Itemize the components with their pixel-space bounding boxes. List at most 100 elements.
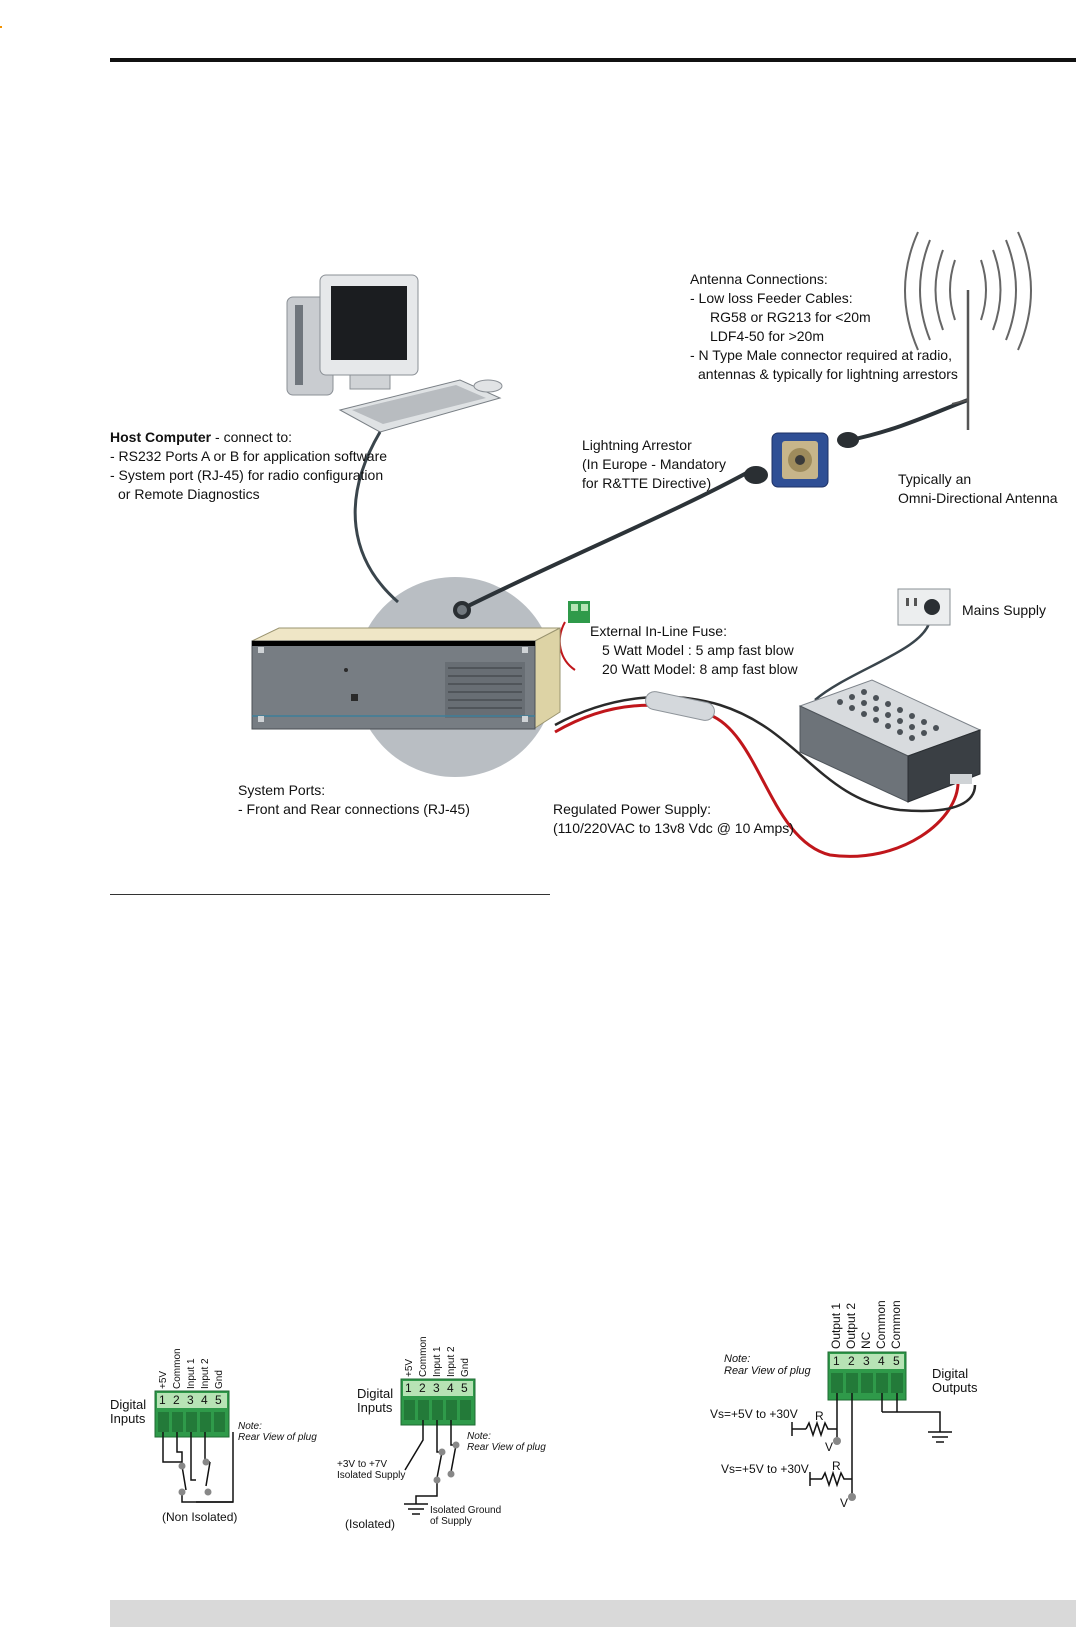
digital-inputs-title: Digital Inputs [110,1398,146,1426]
note-line: Note: [238,1421,262,1432]
antenna-feeder-cable [459,468,753,612]
antenna-cable [849,398,969,442]
arrestor-line: Lightning Arrestor [582,437,692,453]
fuse-label: External In-Line Fuse: 5 Watt Model : 5 … [590,622,798,679]
pin-label: Output 1 [829,1302,843,1349]
note-line: Rear View of plug [238,1432,317,1443]
antenna-conn-line: RG58 or RG213 for <20m [710,309,871,325]
isolated-switch-contacts [433,1441,460,1484]
ground-line: of Supply [430,1516,472,1527]
digital-outputs-title: Digital Outputs [932,1367,978,1395]
note-line: Note: [724,1353,751,1365]
system-diagram [251,231,1032,858]
antenna-type-label: Typically an Omni-Directional Antenna [898,470,1058,508]
corner-mark [0,26,2,28]
pin-label: Input 1 [432,1346,443,1377]
pin-numbers-isolated: 1 2 3 4 5 [403,1381,473,1396]
rear-view-note-isolated: Note: Rear View of plug [467,1431,546,1453]
pin-label: +5V [158,1370,169,1389]
pin-number: 4 [447,1381,454,1395]
pin-number: 1 [833,1354,840,1368]
power-supply-label: Regulated Power Supply: (110/220VAC to 1… [553,800,794,838]
pin-number: 5 [893,1354,900,1368]
rear-view-note-outputs: Note: Rear View of plug [724,1353,811,1377]
pin-label: Gnd [460,1358,471,1377]
switch-contacts [178,1458,212,1496]
resistor-label-1: R [815,1409,824,1423]
title-line: Digital [110,1397,147,1412]
mains-supply-label: Mains Supply [962,602,1047,618]
pin-label: Common [874,1300,888,1349]
isolated-ground-label: Isolated Ground of Supply [430,1505,501,1527]
footer-bar [110,1600,1076,1627]
antenna-icon [904,231,1032,430]
top-rule [110,58,1076,62]
host-line: or Remote Diagnostics [118,486,260,502]
title-line: Inputs [110,1411,146,1426]
host-line: - RS232 Ports A or B for application sof… [110,448,388,464]
lightning-arrestor-label: Lightning Arrestor (In Europe - Mandator… [582,436,726,493]
resistor-label-2: R [832,1459,841,1473]
title-line: Inputs [357,1400,393,1415]
antenna-conn-line: antennas & typically for lightning arres… [698,366,958,382]
pin-label: Output 2 [844,1302,858,1349]
rear-view-note: Note: Rear View of plug [238,1421,317,1443]
pin-labels-isolated: +5V Common Input 1 Input 2 Gnd [401,1327,481,1379]
red-power-wire [554,703,960,858]
psu-line: (110/220VAC to 13v8 Vdc @ 10 Amps) [553,820,794,836]
supply-line: Isolated Supply [337,1470,406,1481]
isolated-supply-label: +3V to +7V Isolated Supply [337,1459,405,1481]
non-isolated-wiring [162,1432,234,1503]
voltage-label-2: V [840,1496,849,1510]
fuse-line: External In-Line Fuse: [590,623,727,639]
pin-number: 3 [863,1354,870,1368]
antenna-conn-line: Antenna Connections: [690,271,828,287]
n-connector-icon [453,601,471,619]
note-line: Rear View of plug [467,1442,546,1453]
antenna-connections-label: Antenna Connections: - Low loss Feeder C… [690,270,958,384]
antenna-type-line: Typically an [898,471,972,487]
voltage-label-1: V [825,1440,834,1454]
pin-number: 3 [433,1381,440,1395]
pin-label: NC [859,1331,873,1349]
vs-label-2: Vs=+5V to +30V [721,1462,809,1476]
pin-number: 3 [187,1393,194,1407]
pin-number: 1 [159,1393,166,1407]
psu-line: Regulated Power Supply: [553,801,711,817]
fuse-lead [558,621,576,671]
radio-unit [251,627,561,730]
ports-line: - Front and Rear connections (RJ-45) [238,801,470,817]
note-line: Rear View of plug [724,1365,811,1377]
pin-numbers-outputs: 1 2 3 4 5 [830,1354,904,1369]
ground-line: Isolated Ground [430,1505,502,1516]
antenna-type-line: Omni-Directional Antenna [898,490,1058,506]
mains-cable [814,619,932,701]
title-line: Digital [932,1366,969,1381]
title-line: Digital [357,1386,394,1401]
antenna-conn-line: LDF4-50 for >20m [710,328,824,344]
non-isolated-caption: (Non Isolated) [162,1510,238,1524]
system-ports-label: System Ports: - Front and Rear connectio… [238,781,470,819]
pin-label: +5V [404,1358,415,1377]
host-computer-title: Host Computer [110,429,212,445]
pin-label: Input 1 [186,1358,197,1389]
arrestor-line: (In Europe - Mandatory [582,456,726,472]
vs-label-1: Vs=+5V to +30V [710,1407,798,1421]
pin-number: 2 [173,1393,180,1407]
ports-line: System Ports: [238,782,326,798]
pin-numbers-non-isolated: 1 2 3 4 5 [157,1393,227,1408]
pin-label: Common [889,1300,903,1349]
pin-number: 5 [215,1393,222,1407]
pin-number: 2 [419,1381,426,1395]
section-rule [110,894,550,895]
fuse-holder [645,691,715,721]
pin-number: 2 [848,1354,855,1368]
host-computer-label: Host Computer - connect to: - RS232 Port… [110,428,387,504]
fuse-line: 5 Watt Model : 5 amp fast blow [602,642,794,658]
antenna-conn-line: - Low loss Feeder Cables: [690,290,853,306]
digital-inputs-isolated-title: Digital Inputs [357,1387,393,1415]
green-plug-icon [568,601,590,623]
pin-labels-non-isolated: +5V Common Input 1 Input 2 Gnd [155,1339,235,1391]
pin-label: Gnd [214,1370,225,1389]
computer-cable [353,431,399,604]
